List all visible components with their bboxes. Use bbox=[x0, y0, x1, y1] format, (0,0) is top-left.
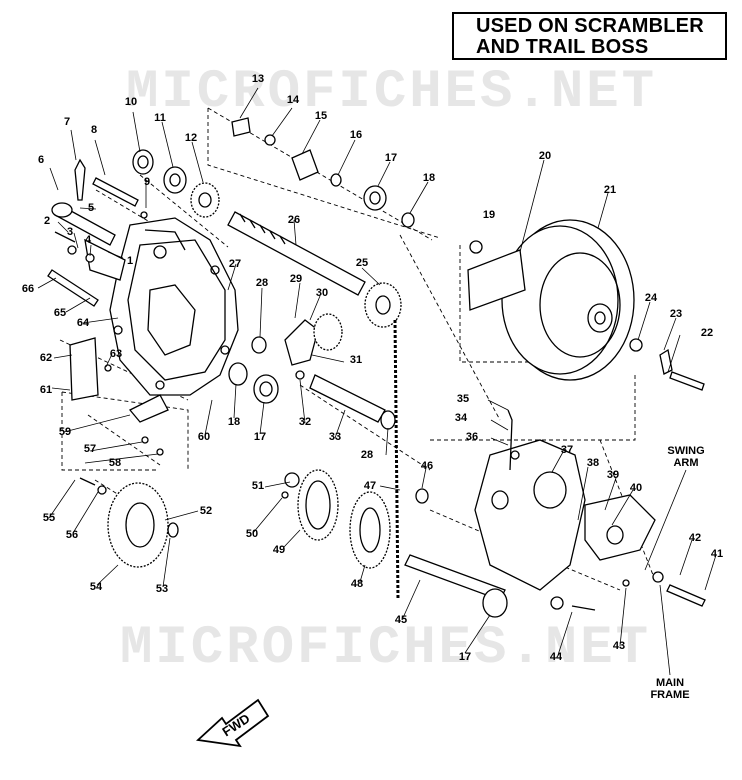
callout-16: 16 bbox=[349, 129, 363, 141]
callout-65: 65 bbox=[53, 307, 67, 319]
callout-59: 59 bbox=[58, 426, 72, 438]
callout-9: 9 bbox=[143, 176, 151, 188]
fwd-arrow bbox=[195, 698, 270, 748]
main-shaft bbox=[227, 211, 366, 296]
callout-50: 50 bbox=[245, 528, 259, 540]
callout-58: 58 bbox=[108, 457, 122, 469]
applicability-box: USED ON SCRAMBLER AND TRAIL BOSS bbox=[452, 12, 727, 60]
callout-15: 15 bbox=[314, 110, 328, 122]
callout-27: 27 bbox=[228, 258, 242, 270]
callout-2: 2 bbox=[43, 215, 51, 227]
swing-arm-label: SWING ARM bbox=[667, 445, 705, 469]
callout-10: 10 bbox=[124, 96, 138, 108]
callout-34: 34 bbox=[454, 412, 468, 424]
callout-56: 56 bbox=[65, 529, 79, 541]
callout-32: 32 bbox=[298, 416, 312, 428]
callout-17c: 17 bbox=[458, 651, 472, 663]
callout-62: 62 bbox=[39, 352, 53, 364]
callout-8: 8 bbox=[90, 124, 98, 136]
callout-60: 60 bbox=[197, 431, 211, 443]
callout-13: 13 bbox=[251, 73, 265, 85]
shaft-components bbox=[132, 117, 415, 328]
callout-42: 42 bbox=[688, 532, 702, 544]
applicability-line-2: AND TRAIL BOSS bbox=[476, 36, 649, 58]
idler-components bbox=[228, 313, 396, 430]
applicability-line-1: USED ON SCRAMBLER bbox=[476, 15, 704, 37]
callout-48: 48 bbox=[350, 578, 364, 590]
callout-30: 30 bbox=[315, 287, 329, 299]
callout-29: 29 bbox=[289, 273, 303, 285]
left-crankcase bbox=[109, 217, 239, 396]
callout-40: 40 bbox=[629, 482, 643, 494]
callout-18: 18 bbox=[422, 172, 436, 184]
callout-21: 21 bbox=[603, 184, 617, 196]
callout-64: 64 bbox=[76, 317, 90, 329]
callout-17: 17 bbox=[384, 152, 398, 164]
callout-5: 5 bbox=[87, 202, 95, 214]
callout-24: 24 bbox=[644, 292, 658, 304]
main-frame-label: MAIN FRAME bbox=[650, 677, 690, 701]
callout-47: 47 bbox=[363, 480, 377, 492]
callout-25: 25 bbox=[355, 257, 369, 269]
callout-14: 14 bbox=[286, 94, 300, 106]
right-gearcase bbox=[404, 409, 706, 618]
driven-clutch bbox=[467, 219, 705, 391]
callout-38: 38 bbox=[586, 457, 600, 469]
callout-43: 43 bbox=[612, 640, 626, 652]
callout-33: 33 bbox=[328, 431, 342, 443]
callout-55: 55 bbox=[42, 512, 56, 524]
callout-63: 63 bbox=[109, 348, 123, 360]
callout-22: 22 bbox=[700, 327, 714, 339]
callout-23: 23 bbox=[669, 308, 683, 320]
callout-18b: 18 bbox=[227, 416, 241, 428]
callout-66: 66 bbox=[21, 283, 35, 295]
callout-44: 44 bbox=[549, 651, 563, 663]
shift-linkage-parts bbox=[47, 158, 148, 307]
callout-4: 4 bbox=[84, 234, 92, 246]
callout-54: 54 bbox=[89, 581, 103, 593]
callout-12: 12 bbox=[184, 132, 198, 144]
callout-53: 53 bbox=[155, 583, 169, 595]
callout-46: 46 bbox=[420, 460, 434, 472]
callout-49: 49 bbox=[272, 544, 286, 556]
callout-7: 7 bbox=[63, 116, 71, 128]
callout-leaders bbox=[37, 87, 717, 656]
callout-20: 20 bbox=[538, 150, 552, 162]
drive-sprocket-group bbox=[69, 337, 179, 568]
drive-chain bbox=[393, 319, 400, 601]
callout-37: 37 bbox=[560, 444, 574, 456]
callout-1: 1 bbox=[126, 255, 134, 267]
sprockets bbox=[281, 469, 391, 569]
callout-19: 19 bbox=[482, 209, 496, 221]
callout-6: 6 bbox=[37, 154, 45, 166]
callout-57: 57 bbox=[83, 443, 97, 455]
callout-52: 52 bbox=[199, 505, 213, 517]
callout-45: 45 bbox=[394, 614, 408, 626]
callout-28b: 28 bbox=[360, 449, 374, 461]
callout-26: 26 bbox=[287, 214, 301, 226]
callout-3: 3 bbox=[66, 226, 74, 238]
callout-61: 61 bbox=[39, 384, 53, 396]
callout-39: 39 bbox=[606, 469, 620, 481]
callout-31: 31 bbox=[349, 354, 363, 366]
callout-17b: 17 bbox=[253, 431, 267, 443]
callout-28: 28 bbox=[255, 277, 269, 289]
callout-41: 41 bbox=[710, 548, 724, 560]
callout-35: 35 bbox=[456, 393, 470, 405]
callout-51: 51 bbox=[251, 480, 265, 492]
callout-11: 11 bbox=[154, 112, 166, 124]
callout-36: 36 bbox=[465, 431, 479, 443]
